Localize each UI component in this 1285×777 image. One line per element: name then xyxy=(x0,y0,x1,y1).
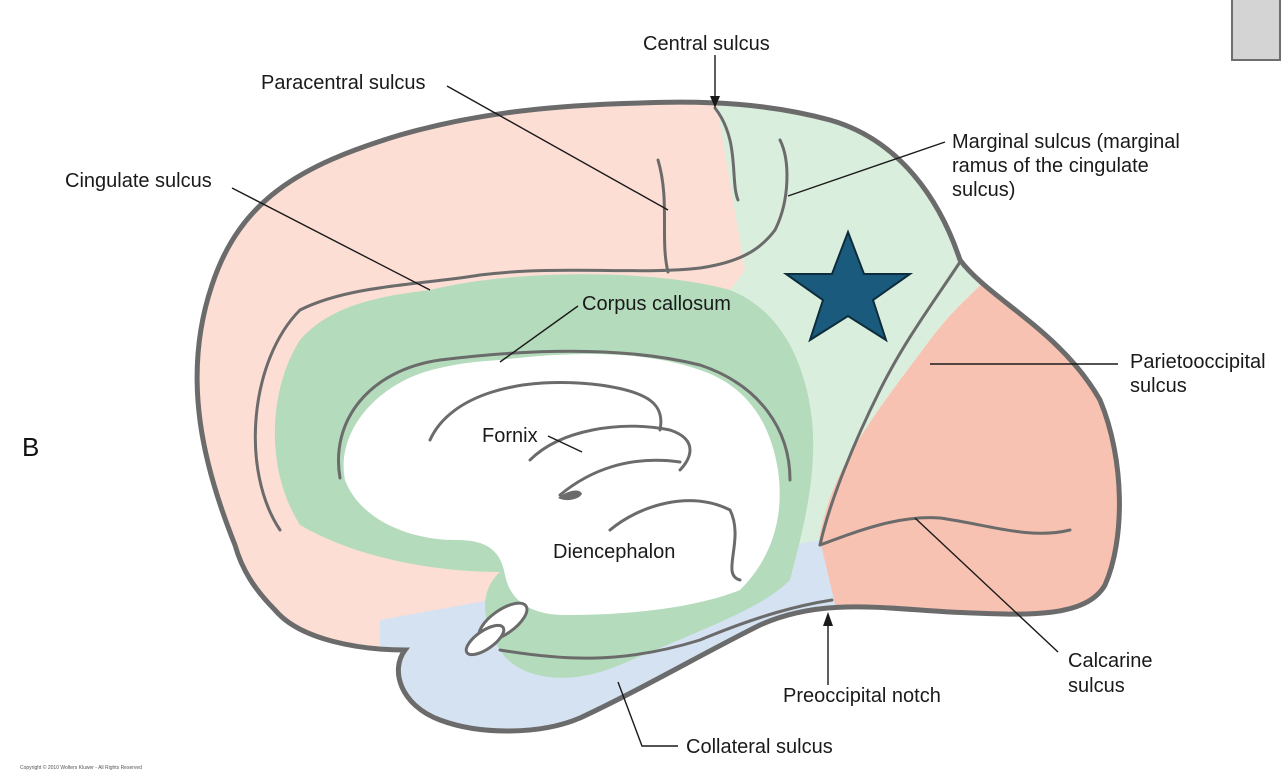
label-calcarine-line1: Calcarine xyxy=(1068,650,1152,672)
label-cingulate-sulcus: Cingulate sulcus xyxy=(65,170,212,192)
label-marginal-sulcus-line3: sulcus) xyxy=(952,179,1015,201)
label-fornix: Fornix xyxy=(482,425,538,447)
uncus xyxy=(464,623,506,657)
occipital-region xyxy=(818,262,1120,640)
star-icon xyxy=(782,229,914,343)
callosal-sulcus-line xyxy=(337,349,792,482)
mammillary-body xyxy=(558,490,582,501)
label-preoccipital-notch: Preoccipital notch xyxy=(783,685,941,707)
central-sulcus-line xyxy=(713,106,740,202)
cingulate-sulcus-line xyxy=(253,228,777,532)
inner-medial-area xyxy=(343,354,780,615)
label-marginal-sulcus: Marginal sulcus (marginal ramus of the c… xyxy=(952,131,1185,201)
label-calcarine-sulcus: Calcarine sulcus xyxy=(1068,650,1158,697)
label-corpus-callosum: Corpus callosum xyxy=(582,293,731,315)
label-marginal-sulcus-line2: ramus of the cingulate xyxy=(952,155,1149,177)
fornix-structure xyxy=(428,381,742,657)
sulci xyxy=(253,106,1072,660)
panel-letter: B xyxy=(22,432,39,462)
label-central-sulcus: Central sulcus xyxy=(643,33,770,55)
paracentral-sulcus-line xyxy=(656,158,670,274)
brain-outline xyxy=(194,99,1122,734)
marginal-sulcus-line xyxy=(773,138,789,232)
label-parietooccipital-line2: sulcus xyxy=(1130,375,1187,397)
label-parietooccipital-sulcus: Parietooccipital sulcus xyxy=(1130,351,1271,397)
calcarine-sulcus-line xyxy=(818,516,1072,547)
collateral-sulcus-line xyxy=(498,598,834,660)
leader-lines xyxy=(231,55,1118,747)
label-parietooccipital-line1: Parietooccipital xyxy=(1130,351,1266,373)
copyright-notice: Copyright © 2010 Wolters Kluwer - All Ri… xyxy=(20,764,142,771)
parietooccipital-sulcus-line xyxy=(818,260,962,547)
label-collateral-sulcus: Collateral sulcus xyxy=(686,736,833,758)
label-calcarine-line2: sulcus xyxy=(1068,675,1125,697)
label-marginal-sulcus-line1: Marginal sulcus (marginal xyxy=(952,131,1180,153)
label-paracentral-sulcus: Paracentral sulcus xyxy=(261,72,426,94)
corner-scrollbar-box[interactable] xyxy=(1231,0,1281,61)
label-diencephalon: Diencephalon xyxy=(553,541,675,563)
